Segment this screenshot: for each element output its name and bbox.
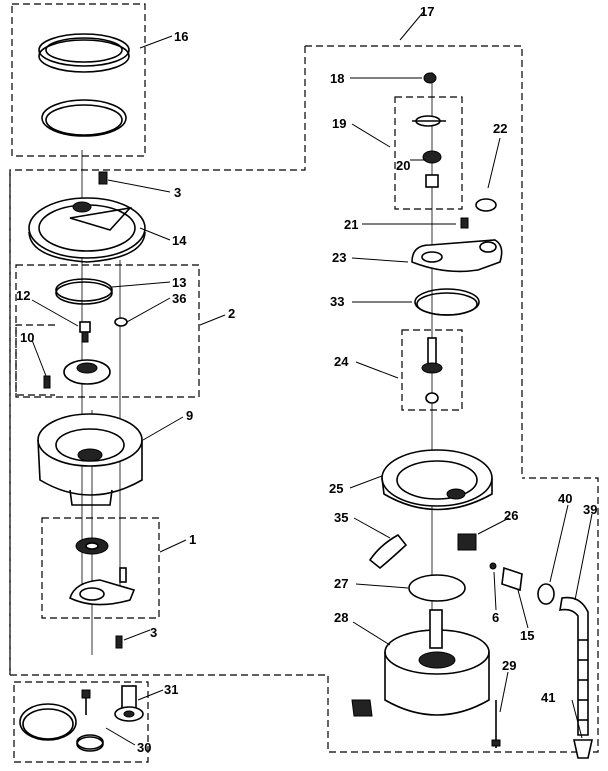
- callout-24: 24: [334, 354, 349, 369]
- screw-3-bottom: [115, 635, 123, 649]
- leader-lines: [31, 9, 593, 746]
- callout-17: 17: [420, 4, 434, 19]
- box-30-group: [13, 681, 149, 763]
- washer-36: [114, 317, 128, 327]
- callout-27: 27: [334, 576, 348, 591]
- callout-3-top: 3: [174, 185, 181, 200]
- callout-30: 30: [137, 740, 151, 755]
- clamp-40: [537, 583, 555, 605]
- callout-18: 18: [330, 71, 344, 86]
- disc-27: [408, 574, 466, 602]
- callout-36: 36: [172, 291, 186, 306]
- callout-3-bottom: 3: [150, 625, 157, 640]
- box-1-group: [41, 517, 160, 619]
- impeller-plate-1: [69, 567, 136, 606]
- callout-labels: 16 17 18 19 20 22 3 14 21 23 13 12 36 2 …: [16, 4, 597, 755]
- upper-housing-14: [28, 197, 146, 263]
- motor-mount-25: [381, 449, 493, 511]
- callout-31: 31: [164, 682, 178, 697]
- oring-22: [475, 198, 497, 212]
- screw-21: [460, 217, 469, 229]
- nut-12: [79, 321, 91, 343]
- box-16-group: [11, 3, 146, 157]
- box-17-outline-left: [9, 46, 599, 753]
- seal-ring-lower: [41, 99, 127, 137]
- callout-10: 10: [20, 330, 34, 345]
- spring-20: [422, 150, 442, 188]
- hose-35: [368, 533, 408, 570]
- ring-13: [55, 278, 113, 305]
- gasket-30: [19, 703, 77, 741]
- pump-housing-9: [37, 413, 143, 506]
- callout-35: 35: [334, 510, 348, 525]
- callout-9: 9: [186, 408, 193, 423]
- nut-18: [423, 72, 437, 84]
- fitting-6: [489, 562, 497, 570]
- callout-33: 33: [330, 294, 344, 309]
- callout-41: 41: [541, 690, 555, 705]
- callout-23: 23: [332, 250, 346, 265]
- callout-13: 13: [172, 275, 186, 290]
- callout-26: 26: [504, 508, 518, 523]
- callout-40: 40: [558, 491, 572, 506]
- callout-39: 39: [583, 502, 597, 517]
- bushing-31: [114, 685, 144, 722]
- callout-1: 1: [189, 532, 196, 547]
- screw-29: [491, 700, 501, 748]
- spring-19: [412, 115, 446, 127]
- callout-6: 6: [492, 610, 499, 625]
- chopper-blade-1: [75, 537, 109, 555]
- callout-14: 14: [172, 233, 187, 248]
- motor-28: [351, 609, 490, 717]
- callout-20: 20: [396, 158, 410, 173]
- impeller-cup: [63, 359, 111, 385]
- callout-12: 12: [16, 288, 30, 303]
- seal-ring-16: [38, 33, 130, 73]
- callout-22: 22: [493, 121, 507, 136]
- callout-25: 25: [329, 481, 343, 496]
- hose-39: [559, 596, 589, 736]
- callout-19: 19: [332, 116, 346, 131]
- callout-2: 2: [228, 306, 235, 321]
- box-19-group: [394, 96, 463, 210]
- grommet-30: [76, 734, 104, 752]
- callout-28: 28: [334, 610, 348, 625]
- box-17-outline: [305, 45, 523, 478]
- clip-26: [457, 533, 477, 551]
- callout-16: 16: [174, 29, 188, 44]
- callout-29: 29: [502, 658, 516, 673]
- clamp-41: [573, 739, 593, 759]
- screw-3-top: [98, 171, 108, 185]
- screw-30: [81, 689, 91, 715]
- shaft-24: [421, 337, 443, 404]
- callout-15: 15: [520, 628, 534, 643]
- screw-10: [43, 375, 51, 389]
- callout-21: 21: [344, 217, 358, 232]
- seal-33: [414, 288, 480, 316]
- bracket-23: [411, 239, 503, 273]
- connector-15: [501, 566, 523, 592]
